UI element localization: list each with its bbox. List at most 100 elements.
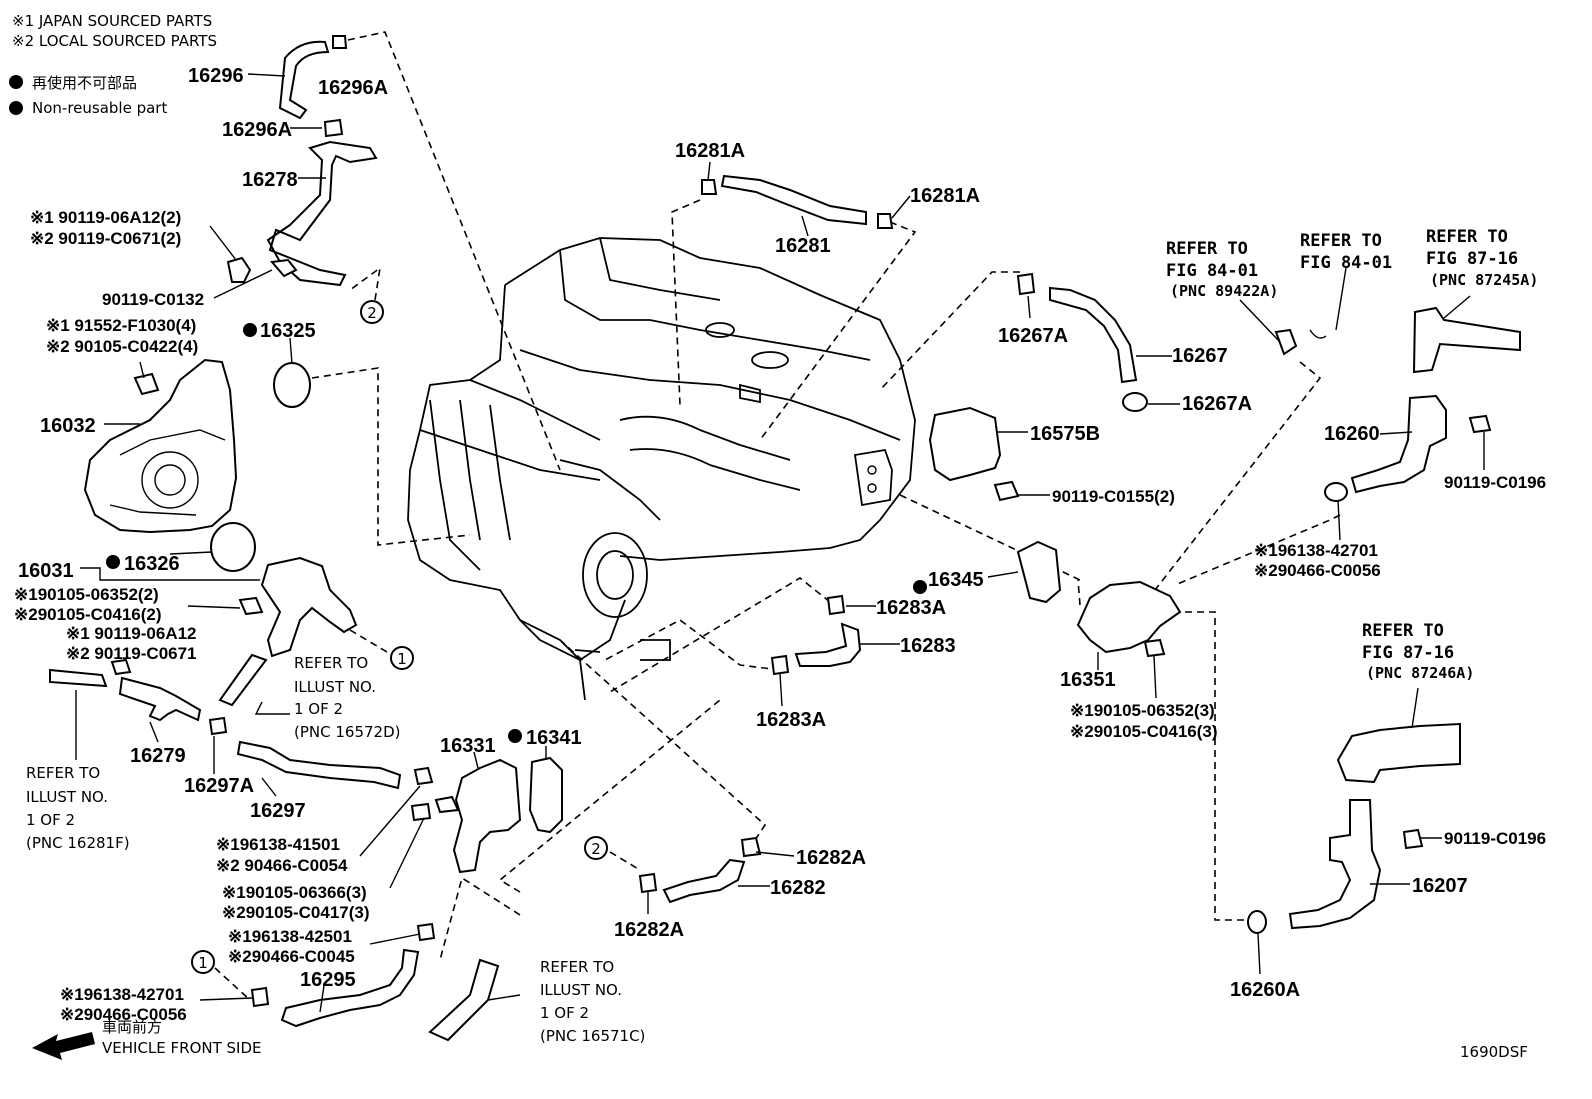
legend: ※1 JAPAN SOURCED PARTS ※2 LOCAL SOURCED … <box>9 12 217 117</box>
part-label-90119-C0196: 90119-C0196 <box>1444 829 1546 848</box>
bolt-icon <box>270 258 298 278</box>
refer-illust-16572D-line4: (PNC 16572D) <box>294 723 400 741</box>
part-label-90105-06352-2: ※190105-06352(2) <box>14 585 159 604</box>
clamp-icon <box>770 654 790 676</box>
nonreusable-dot-icon <box>243 323 257 337</box>
callout-label: 2 <box>367 304 377 322</box>
water-outlet-16351 <box>1076 580 1182 654</box>
clamp-icon <box>1247 910 1267 934</box>
part-label-16575B: 16575B <box>1030 423 1100 445</box>
parts-shapes <box>49 35 1521 1042</box>
refer-illust-16571C-line2: ILLUST NO. <box>540 981 622 999</box>
clamp-icon <box>323 118 344 138</box>
clamp-icon <box>413 766 434 786</box>
clamp-icon <box>332 35 348 49</box>
callout-label: 1 <box>397 650 407 668</box>
part-label-16296A: 16296A <box>318 77 388 99</box>
clamp-icon <box>208 716 228 736</box>
refer-fig-87-16-a-line3: (PNC 87245A) <box>1430 271 1538 289</box>
part-label-16281A: 16281A <box>675 140 745 162</box>
part-label-16295: 16295 <box>300 969 356 991</box>
part-labels: 16296 16296A 16296A 16278 ※1 90119-06A12… <box>14 65 1546 1024</box>
clamp-icon <box>416 922 436 942</box>
callout-label: 2 <box>591 840 601 858</box>
part-label-16279: 16279 <box>130 745 186 767</box>
refer-illust-16281F-line1: REFER TO <box>26 764 100 782</box>
nonreusable-dot-icon <box>9 101 23 115</box>
nonreusable-markers <box>106 323 927 743</box>
part-label-16267A: 16267A <box>998 325 1068 347</box>
bolt-icon <box>133 372 160 396</box>
pipe-16207 <box>1288 799 1382 930</box>
part-label-16345: 16345 <box>928 569 984 591</box>
bolt-icon <box>434 795 460 814</box>
callout-label: 1 <box>198 954 208 972</box>
part-label-90119-C0155-2: 90119-C0155(2) <box>1052 487 1175 506</box>
part-label-96138-42701: ※196138-42701 <box>60 985 184 1004</box>
part-label-16325: 16325 <box>260 320 316 342</box>
bolt-icon <box>410 802 432 822</box>
part-label-90119-C0132: 90119-C0132 <box>102 290 204 309</box>
gasket-16345 <box>1016 540 1062 604</box>
water-pump-16032 <box>83 358 238 534</box>
refer-fig-84-01-a-line2: FIG 84-01 <box>1166 261 1258 281</box>
front-arrow-icon <box>32 1032 95 1060</box>
bolt-icon <box>1143 638 1166 658</box>
part-label-90466-C0054: ※2 90466-C0054 <box>216 856 348 875</box>
pipe-refer-87246A <box>1336 722 1461 784</box>
bolt-icon <box>1402 828 1424 850</box>
part-label-90105-C0422-4: ※2 90105-C0422(4) <box>46 337 198 356</box>
part-label-90105-C0416-2: ※290105-C0416(2) <box>14 605 162 624</box>
engine-block-illustration <box>407 237 916 701</box>
hose-segment <box>428 958 500 1042</box>
clamp-icon <box>638 872 658 894</box>
part-label-16267A: 16267A <box>1182 393 1252 415</box>
part-label-90119-C0671-2: ※2 90119-C0671(2) <box>30 229 181 248</box>
part-label-90466-C0056: ※290466-C0056 <box>60 1005 187 1024</box>
callout-2-bottom: 2 <box>584 836 608 860</box>
refer-illust-16281F-line4: (PNC 16281F) <box>26 834 130 852</box>
part-label-16281A: 16281A <box>910 185 980 207</box>
part-label-16278: 16278 <box>242 169 298 191</box>
part-label-16282A: 16282A <box>796 847 866 869</box>
part-label-16283A: 16283A <box>876 597 946 619</box>
part-label-16297: 16297 <box>250 800 306 822</box>
nonreusable-dot-icon <box>913 580 927 594</box>
nonreusable-dot-icon <box>9 75 23 89</box>
refer-illust-16572D-line1: REFER TO <box>294 654 368 672</box>
hose-16267 <box>1049 286 1138 384</box>
part-label-16260: 16260 <box>1324 423 1380 445</box>
refer-illust-16572D-line3: 1 OF 2 <box>294 700 343 718</box>
pipe-segment <box>49 668 108 688</box>
bolt-icon <box>1468 414 1492 434</box>
hose-segment <box>218 653 268 707</box>
nonreusable-dot-icon <box>106 555 120 569</box>
part-label-90105-C0416-3: ※290105-C0416(3) <box>1070 722 1218 741</box>
part-label-90105-C0417-3: ※290105-C0417(3) <box>222 903 370 922</box>
bolt-icon <box>226 256 252 283</box>
part-label-90466-C0056: ※290466-C0056 <box>1254 561 1381 580</box>
hose-16282 <box>662 858 746 904</box>
bracket-16575B <box>928 406 1002 482</box>
part-label-90105-06366-3: ※190105-06366(3) <box>222 883 367 902</box>
refer-fig-84-01-a-line3: (PNC 89422A) <box>1170 282 1278 300</box>
thermostat-housing-16331 <box>452 758 522 874</box>
legend-nonreusable-en: Non-reusable part <box>32 99 167 117</box>
callout-1-inlet: 1 <box>390 646 414 670</box>
bolt-icon <box>993 480 1020 502</box>
clamp-icon <box>1016 272 1036 296</box>
sensor-icon <box>1274 328 1298 356</box>
part-label-96138-42501: ※196138-42501 <box>228 927 352 946</box>
callout-1-bottom: 1 <box>191 950 215 974</box>
part-label-16296A: 16296A <box>222 119 292 141</box>
hose-16283 <box>794 622 862 667</box>
part-label-90105-06352-3: ※190105-06352(3) <box>1070 701 1215 720</box>
refer-fig-84-01-b-line2: FIG 84-01 <box>1300 253 1392 273</box>
part-label-96138-42701: ※196138-42701 <box>1254 541 1378 560</box>
refer-fig-84-01-b-line1: REFER TO <box>1300 231 1382 251</box>
hose-16297 <box>236 740 402 790</box>
part-label-90119-C0671: ※2 90119-C0671 <box>66 644 197 663</box>
part-label-91552-F1030-4: ※1 91552-F1030(4) <box>46 316 196 335</box>
part-label-16031: 16031 <box>18 560 74 582</box>
dashed-leaders <box>214 31 1341 1001</box>
